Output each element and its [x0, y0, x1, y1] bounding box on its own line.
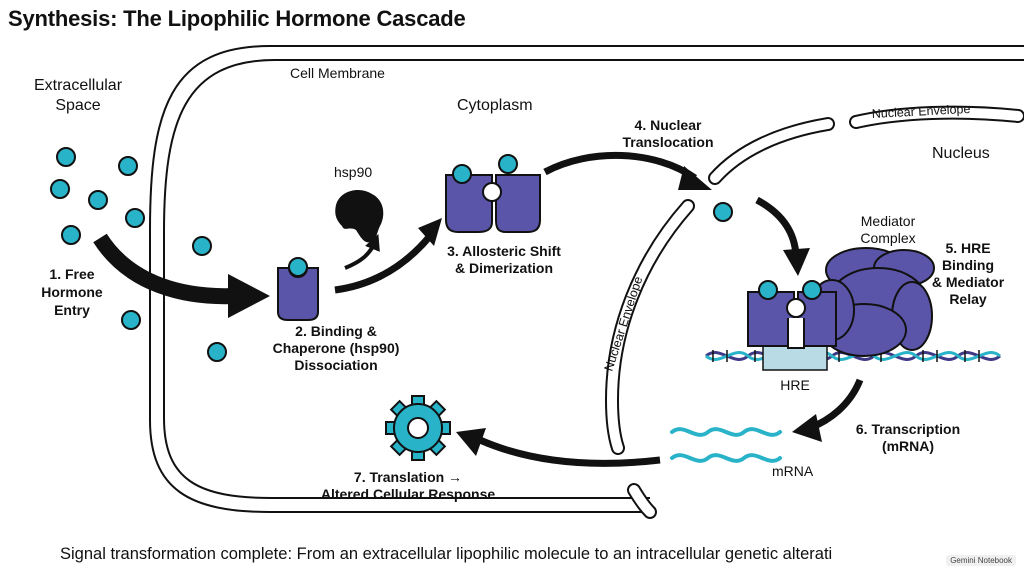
entry-arrow — [93, 233, 236, 305]
hormone-at-pore — [713, 202, 733, 222]
cytoplasm-label: Cytoplasm — [457, 97, 533, 114]
translocation-arrow — [543, 151, 698, 181]
step2-line3: Dissociation — [294, 357, 377, 373]
hre-label: HRE — [780, 377, 810, 393]
extracellular-label-1: Extracellular — [34, 77, 123, 94]
envelope-top-label: Nuclear Envelope — [871, 102, 970, 121]
summary-caption: Signal transformation complete: From an … — [60, 545, 833, 563]
step3-line2: & Dimerization — [455, 260, 553, 276]
step5-line4: Relay — [949, 291, 987, 307]
mediator-label-1: Mediator — [861, 213, 916, 229]
step5-line2: Binding — [942, 257, 994, 273]
watermark: Gemini Notebook — [946, 555, 1016, 566]
extracellular-hormones — [50, 147, 227, 362]
extracellular-label-2: Space — [55, 97, 100, 114]
gear-icon — [385, 395, 451, 461]
receptor-dimer-cytoplasm — [445, 154, 541, 233]
step7-line2: Altered Cellular Response — [321, 486, 495, 502]
hsp90-label: hsp90 — [334, 164, 372, 180]
envelope-left-label: Nuclear Envelope — [602, 275, 646, 373]
step1-line3: Entry — [54, 302, 90, 318]
hsp90-chaperone — [335, 189, 384, 243]
step1-line1: 1. Free — [49, 266, 94, 282]
step6-line2: (mRNA) — [882, 438, 934, 454]
step4-line1: 4. Nuclear — [635, 117, 702, 133]
step5-line1: 5. HRE — [945, 240, 990, 256]
step1-line2: Hormone — [41, 284, 103, 300]
receptor-dimer-bound — [747, 280, 837, 349]
step3-line1: 3. Allosteric Shift — [447, 243, 561, 259]
cell-membrane-outer — [149, 45, 1024, 513]
mrna-strands — [670, 427, 782, 463]
step5-line3: & Mediator — [932, 274, 1005, 290]
mrna-label: mRNA — [772, 463, 814, 479]
mediator-label-2: Complex — [860, 230, 915, 246]
page-title: Synthesis: The Lipophilic Hormone Cascad… — [8, 6, 466, 31]
step4-line2: Translocation — [622, 134, 713, 150]
step2-line1: 2. Binding & — [295, 323, 377, 339]
nucleus-label: Nucleus — [932, 145, 990, 162]
membrane-label: Cell Membrane — [290, 65, 385, 81]
step6-line1: 6. Transcription — [856, 421, 960, 437]
receptor-monomer — [277, 257, 319, 321]
step7-line1: 7. Translation → — [354, 469, 462, 485]
cell-membrane-inner — [163, 59, 1024, 499]
step2-line2: Chaperone (hsp90) — [273, 340, 400, 356]
